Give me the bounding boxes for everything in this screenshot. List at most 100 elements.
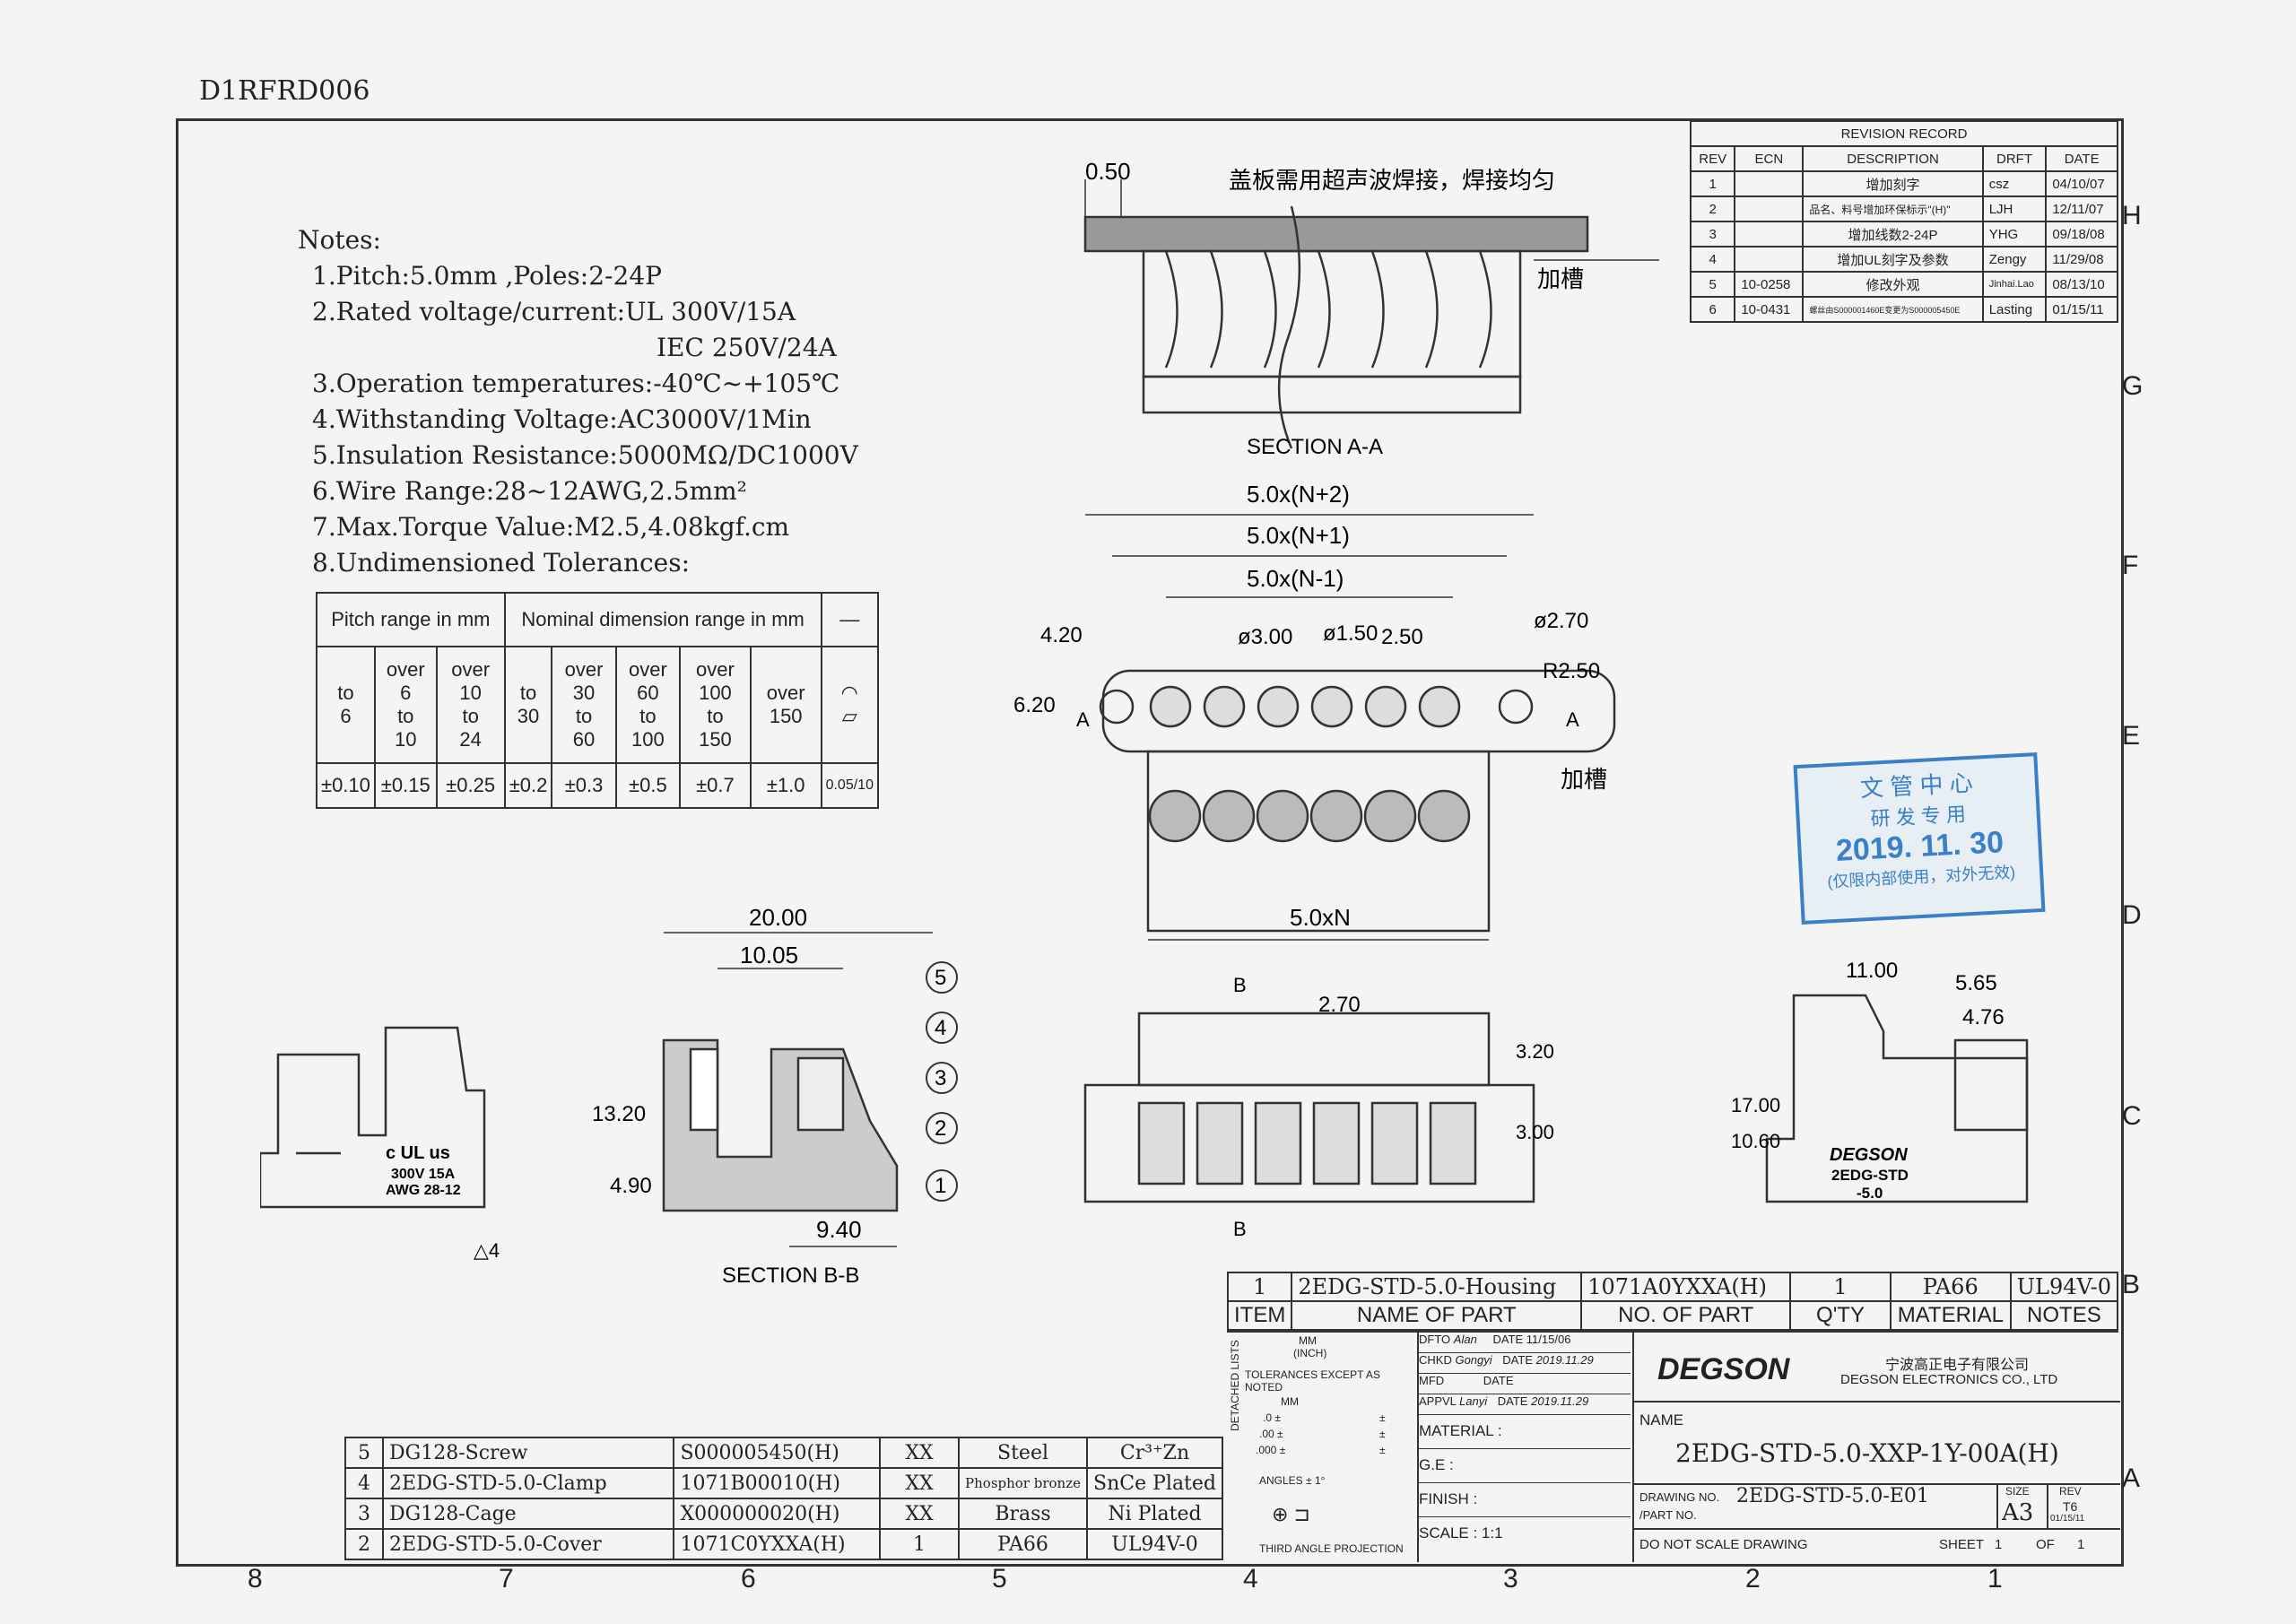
note-line: 3.Operation temperatures:-40℃~+105℃: [312, 369, 840, 398]
nominal-range: over 150: [749, 646, 822, 764]
bom-header: NO. OF PART: [1580, 1300, 1792, 1331]
company-area: DEGSON 宁波高正电子有限公司 DEGSON ELECTRONICS CO.…: [1632, 1333, 2120, 1562]
dim-label: ø1.50: [1323, 621, 1378, 646]
dim-label: 5.0x(N+2): [1247, 481, 1350, 508]
projection-label: THIRD ANGLE PROJECTION: [1259, 1542, 1404, 1555]
zone-label: H: [2122, 201, 2142, 230]
zone-label: D: [2122, 900, 2142, 930]
company-logo: DEGSON: [1657, 1352, 1790, 1386]
section-bb-label: SECTION B-B: [722, 1264, 859, 1288]
rev-mark-icon: △4: [474, 1239, 500, 1262]
dash-header: —: [820, 592, 880, 647]
ul-side-view: c UL us 300V 15A AWG 28-12 △4: [260, 1026, 500, 1262]
bom-header: Q'TY: [1789, 1300, 1892, 1331]
note-line: 6.Wire Range:28~12AWG,2.5mm²: [312, 476, 747, 506]
zone-numbers-bottom: 8 7 6 5 4 3 2 1: [176, 1564, 2118, 1596]
dim-label: 4.90: [610, 1174, 652, 1198]
dim-label: 5.65: [1955, 971, 1997, 995]
flatness-symbols: ◠▱: [820, 646, 880, 764]
zone-label: G: [2122, 371, 2144, 401]
section-marker: B: [1233, 1218, 1247, 1240]
mm-unit: MM: [1281, 1395, 1299, 1408]
tol-value: ±0.2: [503, 762, 553, 809]
dim-label: 5.0x(N+1): [1247, 522, 1350, 549]
sheet-label: SHEET: [1939, 1537, 1985, 1552]
company-name-cn: 宁波高正电子有限公司: [1885, 1358, 2030, 1373]
tol-value: ±0.7: [679, 762, 752, 809]
part-name: 2EDG-STD-5.0-XXP-1Y-00A(H): [1675, 1438, 2059, 1468]
tol-value: ±0.15: [373, 762, 438, 809]
part-no-label: /PART NO.: [1639, 1508, 1697, 1522]
pitch-header: Pitch range in mm: [316, 592, 506, 647]
note-line: 4.Withstanding Voltage:AC3000V/1Min: [312, 404, 812, 434]
dim-label: 0.50: [1085, 158, 1131, 185]
dim-label: 3.20: [1516, 1040, 1554, 1063]
tol-row: .0 ±: [1263, 1411, 1281, 1424]
bom-header: NAME OF PART: [1291, 1300, 1583, 1331]
section-bb-view: 20.00 10.05 13.20 4.90 9.40 SECTION B-B …: [592, 904, 958, 1288]
size-label: SIZE: [2005, 1485, 2030, 1498]
dim-label: 10.60: [1731, 1130, 1780, 1152]
notes-heading: Notes:: [298, 225, 381, 255]
drawing-frame: [176, 118, 2124, 1567]
dim-label: ø2.70: [1534, 609, 1588, 633]
dim-label: 13.20: [592, 1102, 646, 1126]
section-aa-view: 0.50 盖板需用超声波焊接，焊接均匀 加槽 SECTION A-A: [1083, 158, 1659, 459]
tol-value: ±0.25: [435, 762, 506, 809]
bom-header: MATERIAL: [1889, 1300, 2012, 1331]
rev-header: ECN: [1734, 145, 1805, 172]
dim-label: 9.40: [816, 1216, 862, 1243]
signature-row: CHKD Gongyi DATE 2019.11.29: [1419, 1353, 1631, 1374]
tol-value: 0.05/10: [820, 762, 880, 809]
no-scale-note: DO NOT SCALE DRAWING: [1639, 1537, 1808, 1552]
signature-row: DFTO Alan DATE 11/15/06: [1419, 1333, 1631, 1353]
note-line: 1.Pitch:5.0mm ,Poles:2-24P: [312, 261, 662, 291]
revision-title: REVISION RECORD: [1690, 120, 2118, 147]
rev-label: REV: [2059, 1485, 2082, 1498]
tol-row: ±: [1379, 1428, 1386, 1440]
of-label: OF: [2036, 1537, 2055, 1552]
section-aa-label: SECTION A-A: [1247, 435, 1383, 459]
dim-label: 20.00: [749, 904, 807, 931]
finish-field: FINISH :: [1419, 1483, 1631, 1517]
rev-header: DRFT: [1981, 145, 2048, 172]
bom-header: NOTES: [2009, 1300, 2119, 1331]
weld-note: 盖板需用超声波焊接，焊接均匀: [1229, 167, 1555, 194]
callout-number: 2: [935, 1116, 946, 1141]
angles-label: ANGLES ± 1°: [1259, 1474, 1326, 1487]
size-value: A3: [2002, 1499, 2034, 1526]
zone-label: C: [2122, 1101, 2142, 1131]
slot-note: 加槽: [1537, 265, 1584, 292]
note-line: 7.Max.Torque Value:M2.5,4.08kgf.cm: [312, 512, 790, 542]
dim-label: 17.00: [1731, 1094, 1780, 1116]
dim-label: 5.0xN: [1290, 904, 1351, 931]
nominal-header: Nominal dimension range in mm: [503, 592, 822, 647]
zone-number: 7: [499, 1564, 514, 1594]
rev-header: REV: [1689, 145, 1736, 172]
note-line: 2.Rated voltage/current:UL 300V/15A: [312, 297, 796, 326]
company-name-en: DEGSON ELECTRONICS CO., LTD: [1840, 1372, 2058, 1387]
arc-symbol-icon: ◠: [840, 682, 858, 704]
zone-number: 5: [992, 1564, 1007, 1594]
bottom-front-view: 2.70 B B 3.20 3.00: [1083, 974, 1554, 1240]
tol-row: .000 ±: [1256, 1444, 1286, 1456]
tol-value: ±0.3: [551, 762, 617, 809]
tol-row: .00 ±: [1259, 1428, 1283, 1440]
document-code: D1RFRD006: [199, 75, 370, 107]
bom-header: ITEM: [1226, 1300, 1293, 1331]
front-view: 5.0x(N+2) 5.0x(N+1) 5.0x(N-1) 4.20 6.20 …: [1013, 481, 1616, 941]
tol-row: ±: [1379, 1444, 1386, 1456]
side-brand: DEGSON: [1830, 1145, 1908, 1165]
zone-number: 8: [248, 1564, 263, 1594]
note-line: 8.Undimensioned Tolerances:: [312, 548, 691, 578]
